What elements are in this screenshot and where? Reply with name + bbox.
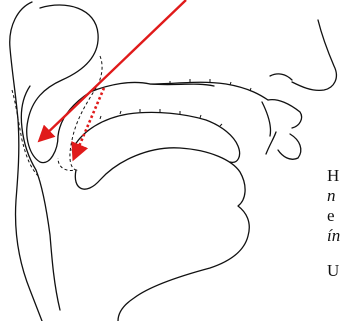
soft-palate-curve	[27, 5, 214, 163]
head-outline	[10, 2, 42, 321]
text-fragment: U	[327, 262, 339, 280]
tongue-ticks	[100, 109, 222, 126]
nostril	[270, 74, 292, 80]
palate-dashed-contour	[58, 56, 102, 171]
upper-teeth	[262, 102, 271, 136]
airflow-arrow-solid	[40, 0, 186, 140]
nose-outline	[292, 20, 336, 90]
text-fragment: ín	[327, 227, 340, 245]
text-fragment: e	[327, 207, 335, 225]
pharynx-wall	[21, 86, 60, 310]
upper-lip	[268, 100, 302, 128]
text-fragment: n	[327, 187, 336, 205]
lower-teeth	[266, 132, 276, 154]
text-fragment: H	[327, 167, 339, 185]
jaw-outline	[75, 148, 249, 321]
lower-lip	[278, 134, 301, 159]
